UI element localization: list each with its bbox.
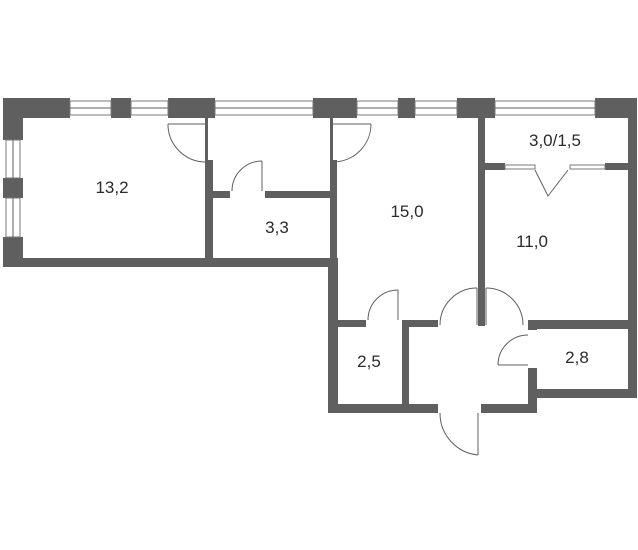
room-label-15-0: 15,0: [390, 202, 423, 221]
room-label-2-5: 2,5: [357, 352, 381, 371]
left-wall: [3, 98, 23, 267]
bottom-wall-lower: [328, 368, 637, 413]
room-label-2-8: 2,8: [565, 348, 589, 367]
right-wall: [628, 98, 637, 398]
room-label-3-0-1-5: 3,0/1,5: [529, 131, 581, 150]
interior-walls: [205, 118, 628, 410]
room-label-11-0: 11,0: [516, 232, 548, 251]
bottom-wall-left: [3, 258, 338, 267]
doors: [167, 123, 569, 456]
wall-vertical-center-left: [328, 258, 338, 413]
top-windows: [69, 100, 596, 116]
bath-window-lines: [504, 164, 606, 170]
room-label-3-3: 3,3: [265, 218, 289, 237]
room-label-13-2: 13,2: [95, 178, 128, 197]
